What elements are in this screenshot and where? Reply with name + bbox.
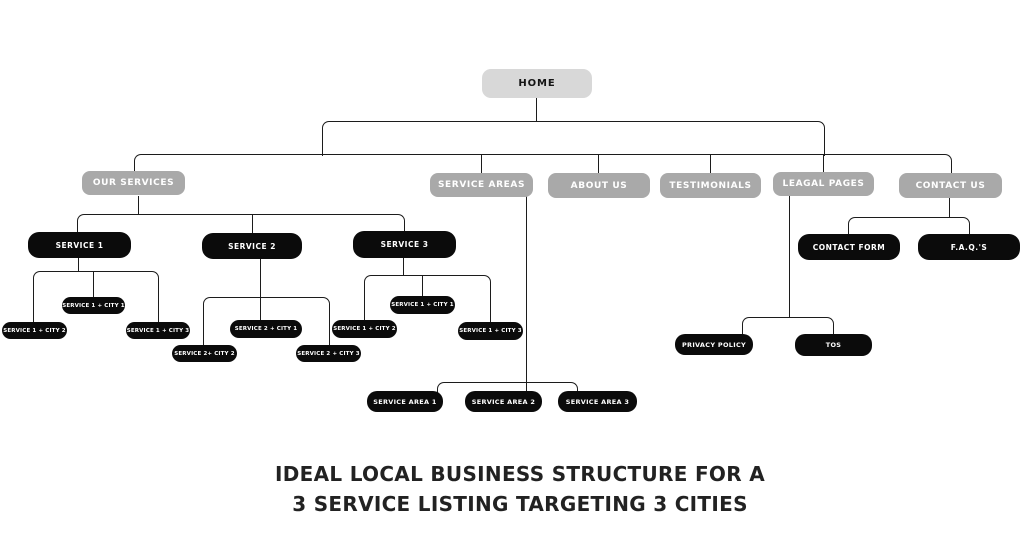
connector-contact-bus: [848, 217, 970, 235]
node-service-2-city-3: SERVICE 2 + CITY 3: [296, 345, 361, 362]
connector-service-1-bus: [33, 271, 159, 322]
connector-service-areas-drop: [526, 196, 527, 392]
node-service-2: SERVICE 2: [202, 233, 302, 259]
node-service-area-3: SERVICE AREA 3: [558, 391, 637, 412]
node-service-areas: SERVICE AREAS: [430, 173, 533, 197]
connector-our-services-drop: [138, 196, 139, 215]
node-service-2-city-2: SERVICE 2+ CITY 2: [172, 345, 237, 362]
connector-areas-bus: [437, 382, 578, 393]
node-contact-us: CONTACT US: [899, 173, 1002, 198]
node-our-services: OUR SERVICES: [82, 171, 185, 195]
connector-home-drop: [536, 97, 537, 122]
connector-service-areas-stub: [481, 154, 482, 173]
connector-service-3-bus: [364, 275, 491, 322]
connector-service-2-bus: [203, 297, 330, 346]
node-service-1-city-3: SERVICE 1 + CITY 3: [126, 322, 190, 339]
node-service-area-1: SERVICE AREA 1: [367, 391, 443, 412]
connector-top-bus: [322, 121, 825, 156]
node-faqs: F.A.Q.'S: [918, 234, 1020, 260]
node-testimonials: TESTIMONIALS: [660, 173, 761, 198]
node-service-3: SERVICE 3: [353, 231, 456, 258]
connector-service-1-drop: [78, 257, 79, 272]
node-service-1-city-1: SERVICE 1 + CITY 1: [62, 297, 125, 314]
node-service-3-city-1: SERVICE 1 + CITY 1: [390, 296, 455, 314]
node-leagal-pages: LEAGAL PAGES: [773, 172, 874, 196]
diagram-title: IDEAL LOCAL BUSINESS STRUCTURE FOR A 3 S…: [190, 459, 850, 519]
connector-services-bus: [77, 214, 405, 233]
node-service-2-city-1: SERVICE 2 + CITY 1: [230, 320, 302, 338]
diagram-title-line2: 3 SERVICE LISTING TARGETING 3 CITIES: [292, 492, 748, 516]
connector-service-2-stub: [252, 214, 253, 233]
connector-main-bus: [134, 154, 952, 173]
connector-testimonials-stub: [710, 154, 711, 173]
node-contact-form: CONTACT FORM: [798, 234, 900, 260]
connector-legal-bus: [742, 317, 834, 335]
node-service-1-city-2: SERVICE 1 + CITY 2: [2, 322, 67, 339]
connector-service-3-drop: [403, 257, 404, 276]
node-tos: TOS: [795, 334, 872, 356]
node-about-us: ABOUT US: [548, 173, 650, 198]
node-service-3-city-3: SERVICE 1 + CITY 3: [458, 322, 523, 340]
connector-service-2-drop: [260, 258, 261, 321]
node-privacy-policy: PRIVACY POLICY: [675, 334, 753, 355]
connector-s3-city1-drop: [422, 275, 423, 297]
node-service-area-2: SERVICE AREA 2: [465, 391, 542, 412]
node-home: HOME: [482, 69, 592, 98]
node-service-3-city-2: SERVICE 1 + CITY 2: [332, 320, 397, 338]
connector-contact-drop: [949, 197, 950, 218]
diagram-title-line1: IDEAL LOCAL BUSINESS STRUCTURE FOR A: [275, 462, 765, 486]
node-service-1: SERVICE 1: [28, 232, 131, 258]
connector-legal-drop: [789, 196, 790, 318]
connector-about-us-stub: [598, 154, 599, 173]
connector-legal-bus-ext: [823, 154, 824, 173]
connector-s1-city1-drop: [93, 271, 94, 298]
